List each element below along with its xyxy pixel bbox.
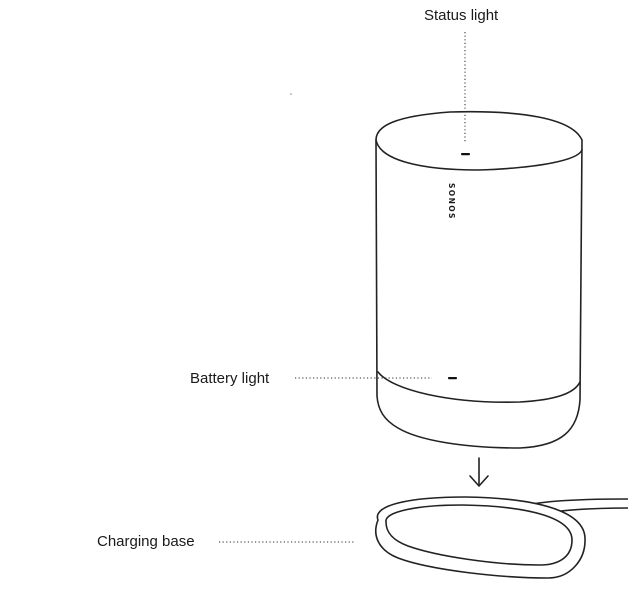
speaker-top-rim bbox=[375, 139, 583, 171]
battery-light-indicator bbox=[448, 377, 457, 380]
label-status-light: Status light bbox=[424, 7, 499, 24]
label-charging-base: Charging base bbox=[97, 533, 195, 550]
charging-base bbox=[374, 496, 628, 579]
callout-charging-base: Charging base bbox=[97, 533, 355, 550]
speaker-outline bbox=[375, 110, 583, 449]
arrow-down-icon bbox=[469, 457, 489, 487]
speaker-band-line bbox=[377, 371, 581, 403]
scan-speck bbox=[290, 93, 292, 95]
callout-status-light: Status light bbox=[424, 7, 499, 143]
charging-base-outer bbox=[374, 496, 586, 579]
label-battery-light: Battery light bbox=[190, 370, 270, 387]
status-light-indicator bbox=[461, 153, 470, 156]
callout-battery-light: Battery light bbox=[190, 370, 432, 387]
charging-base-inner bbox=[385, 504, 573, 566]
speaker-brand-logo: SONOS bbox=[447, 183, 456, 220]
speaker-body: SONOS bbox=[375, 110, 583, 449]
